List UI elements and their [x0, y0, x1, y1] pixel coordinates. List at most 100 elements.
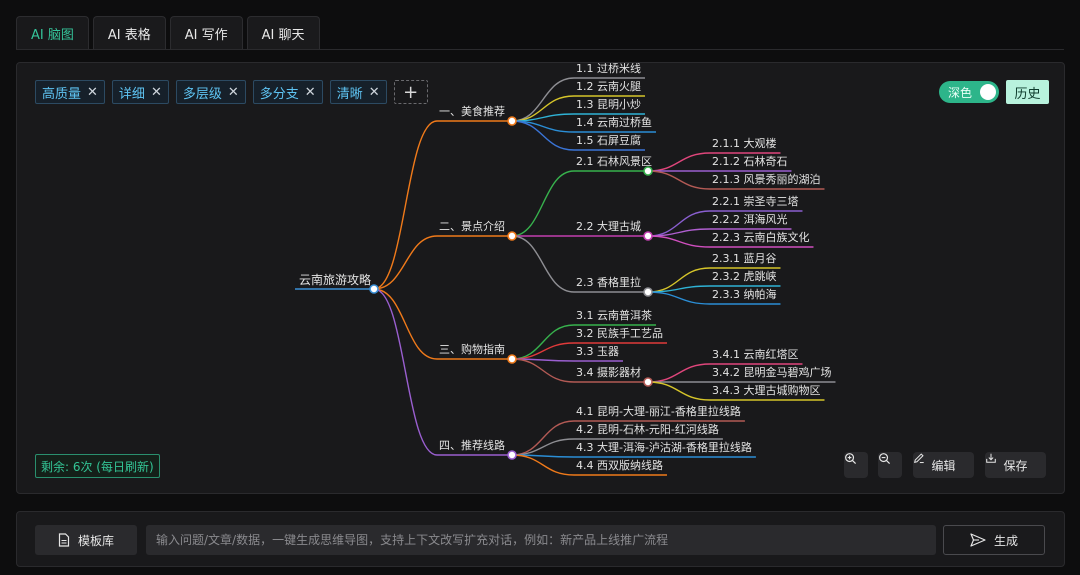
- prompt-bar: 模板库 生成: [16, 511, 1065, 567]
- subtopic-node[interactable]: 1.1 过桥米线: [576, 62, 641, 75]
- mindmap-link: [647, 152, 711, 172]
- document-icon: [58, 533, 70, 547]
- history-button[interactable]: 历史: [1006, 80, 1049, 104]
- branch-node[interactable]: 三、购物指南: [439, 343, 505, 356]
- branch-node[interactable]: 二、景点介绍: [439, 220, 505, 233]
- tab-bar: AI 脑图 AI 表格 AI 写作 AI 聊天: [16, 16, 320, 50]
- toggle-knob: [980, 84, 996, 100]
- remaining-quota: 剩余: 6次 (每日刷新): [35, 454, 160, 478]
- remove-icon[interactable]: ✕: [304, 84, 316, 100]
- prompt-input[interactable]: [146, 525, 936, 555]
- leaf-node[interactable]: 2.3.2 虎跳峡: [712, 270, 777, 283]
- subtopic-node[interactable]: 1.4 云南过桥鱼: [576, 116, 652, 129]
- remove-icon[interactable]: ✕: [150, 84, 162, 100]
- leaf-node[interactable]: 3.4.1 云南红塔区: [712, 348, 799, 361]
- tab-ai-chat[interactable]: AI 聊天: [246, 16, 320, 50]
- leaf-node[interactable]: 2.1.2 石林奇石: [712, 155, 788, 168]
- chip-label: 详细: [118, 86, 145, 102]
- toggle-label: 深色: [948, 85, 973, 100]
- zoom-out-button[interactable]: [878, 452, 902, 478]
- tab-divider: [16, 49, 1064, 50]
- save-button[interactable]: 保存: [985, 452, 1046, 478]
- collapse-toggle[interactable]: [507, 450, 517, 460]
- subtopic-node[interactable]: 4.4 西双版纳线路: [576, 459, 663, 472]
- tab-ai-table[interactable]: AI 表格: [92, 16, 166, 50]
- mindmap-link: [373, 235, 438, 290]
- mindmap-link: [511, 324, 575, 360]
- zoom-in-button[interactable]: [844, 452, 868, 478]
- collapse-toggle[interactable]: [369, 284, 379, 294]
- mindmap-link: [647, 235, 711, 248]
- mindmap-canvas[interactable]: 云南旅游攻略 一、美食推荐 1.1 过桥米线 1.2 云南火腿 1.3 昆明小炒 1.4 …: [16, 62, 1065, 494]
- subtopic-node[interactable]: 1.2 云南火腿: [576, 80, 641, 93]
- collapse-toggle[interactable]: [643, 377, 653, 387]
- subtopic-node[interactable]: 4.2 昆明-石林-元阳-红河线路: [576, 423, 719, 436]
- leaf-node[interactable]: 2.3.1 蓝月谷: [712, 252, 777, 265]
- branch-node[interactable]: 一、美食推荐: [439, 105, 505, 118]
- remove-icon[interactable]: ✕: [368, 84, 380, 100]
- subtopic-node[interactable]: 3.3 玉器: [576, 345, 619, 358]
- chip-high-quality[interactable]: 高质量 ✕: [35, 80, 105, 104]
- mindmap-link: [511, 170, 575, 237]
- tab-ai-writing[interactable]: AI 写作: [169, 16, 243, 50]
- mindmap-link: [511, 454, 575, 476]
- mindmap-link: [511, 120, 575, 151]
- chip-clear[interactable]: 清晰✕: [329, 80, 387, 104]
- zoom-in-icon: [845, 453, 857, 465]
- leaf-node[interactable]: 2.1.1 大观楼: [712, 137, 777, 150]
- chip-multi-level[interactable]: 多层级✕: [175, 80, 246, 104]
- generate-label: 生成: [993, 533, 1018, 548]
- mindmap-link: [511, 342, 575, 360]
- collapse-toggle[interactable]: [643, 287, 653, 297]
- mindmap-link: [647, 285, 711, 293]
- subtopic-node[interactable]: 2.3 香格里拉: [576, 276, 641, 289]
- edit-label: 编辑: [931, 458, 956, 473]
- tab-ai-mindmap[interactable]: AI 脑图: [16, 16, 89, 50]
- mindmap-links: [295, 77, 836, 476]
- mindmap-link: [647, 363, 711, 383]
- mindmap-link: [511, 420, 575, 456]
- collapse-toggle[interactable]: [507, 354, 517, 364]
- subtopic-node[interactable]: 1.3 昆明小炒: [576, 98, 641, 111]
- collapse-toggle[interactable]: [643, 231, 653, 241]
- remove-icon[interactable]: ✕: [227, 84, 239, 100]
- leaf-node[interactable]: 2.2.1 崇圣寺三塔: [712, 195, 799, 208]
- subtopic-node[interactable]: 1.5 石屏豆腐: [576, 134, 641, 147]
- subtopic-node[interactable]: 2.1 石林风景区: [576, 155, 652, 168]
- chip-multi-branch[interactable]: 多分支✕: [252, 80, 323, 104]
- chip-label: 高质量: [42, 86, 82, 102]
- subtopic-node[interactable]: 3.2 民族手工艺品: [576, 327, 663, 340]
- leaf-node[interactable]: 3.4.2 昆明金马碧鸡广场: [712, 366, 832, 379]
- subtopic-node[interactable]: 2.2 大理古城: [576, 220, 641, 233]
- leaf-node[interactable]: 2.2.3 云南白族文化: [712, 231, 810, 244]
- mindmap-link: [511, 438, 575, 456]
- add-chip-button[interactable]: +: [393, 80, 428, 104]
- subtopic-node[interactable]: 4.3 大理-洱海-泸沽湖-香格里拉线路: [576, 441, 752, 454]
- subtopic-node[interactable]: 3.1 云南普洱茶: [576, 309, 652, 322]
- collapse-toggle[interactable]: [643, 166, 653, 176]
- mindmap-link: [647, 381, 711, 401]
- mindmap-link: [373, 120, 438, 290]
- leaf-node[interactable]: 2.2.2 洱海风光: [712, 213, 788, 226]
- tag-chips: 高质量 ✕ 详细 ✕ 多层级✕ 多分支✕ 清晰✕ +: [35, 80, 428, 104]
- branch-node[interactable]: 四、推荐线路: [439, 439, 505, 452]
- mindmap-link: [511, 358, 575, 383]
- dark-mode-toggle[interactable]: 深色: [939, 81, 999, 103]
- subtopic-node[interactable]: 3.4 摄影器材: [576, 366, 641, 379]
- collapse-toggle[interactable]: [507, 231, 517, 241]
- leaf-node[interactable]: 2.3.3 纳帕海: [712, 288, 777, 301]
- remove-icon[interactable]: ✕: [87, 84, 98, 100]
- plus-icon: +: [403, 81, 419, 103]
- collapse-toggle[interactable]: [507, 116, 517, 126]
- mindmap-link: [373, 288, 438, 360]
- template-library-button[interactable]: 模板库: [35, 525, 137, 555]
- chip-detailed[interactable]: 详细 ✕: [111, 80, 169, 104]
- generate-button[interactable]: 生成: [943, 525, 1045, 555]
- mindmap-root[interactable]: 云南旅游攻略: [299, 273, 372, 287]
- leaf-node[interactable]: 3.4.3 大理古城购物区: [712, 384, 821, 397]
- subtopic-node[interactable]: 4.1 昆明-大理-丽江-香格里拉线路: [576, 405, 741, 418]
- save-label: 保存: [1003, 458, 1028, 473]
- edit-button[interactable]: 编辑: [913, 452, 974, 478]
- leaf-node[interactable]: 2.1.3 风景秀丽的湖泊: [712, 173, 821, 186]
